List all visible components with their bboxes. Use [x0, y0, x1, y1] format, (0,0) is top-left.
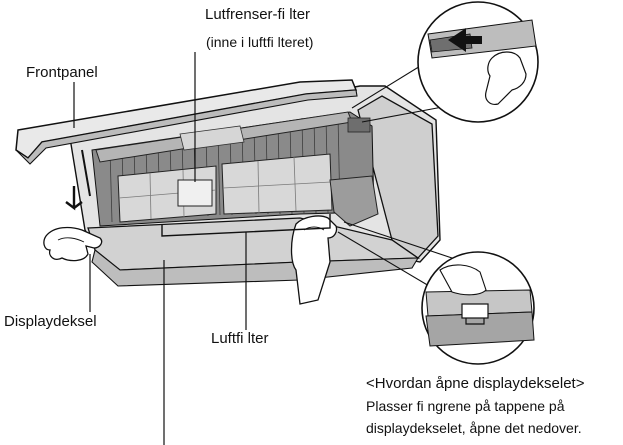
- panel-support-arm: [81, 149, 91, 197]
- air-purifier-filter-shape: [177, 179, 213, 207]
- label-step-line-2: displaydekselet, åpne det nedover.: [366, 420, 582, 436]
- label-front-panel: Frontpanel: [26, 64, 98, 81]
- label-how-to-open: <Hvordan åpne displaydekselet>: [366, 375, 585, 392]
- label-air-filter: Luftfi lter: [211, 330, 269, 347]
- down-arrow-icon: [65, 186, 83, 211]
- label-step-line-1: Plasser fi ngrene på tappene på: [366, 398, 565, 414]
- lower-front-face: [91, 249, 419, 287]
- zoom-connector-bottom-b: [343, 221, 471, 265]
- leader-lines: [73, 52, 247, 445]
- zoom-connector-top-b: [361, 105, 449, 123]
- zoom-top-content: [427, 19, 537, 105]
- left-arrow-icon: [448, 28, 482, 52]
- label-air-purifier-location: (inne i luftfi lteret): [206, 34, 314, 50]
- left-hand: [43, 226, 103, 262]
- front-panel-edge: [15, 89, 358, 165]
- right-hand: [290, 215, 338, 305]
- label-display-cover: Displaydeksel: [4, 313, 97, 330]
- zoom-bottom-content: [425, 264, 535, 347]
- side-mechanism: [329, 175, 379, 227]
- label-air-purifier-filter: Lutfrenser-fi lter: [205, 6, 311, 23]
- zoom-connector-top-a: [351, 59, 431, 109]
